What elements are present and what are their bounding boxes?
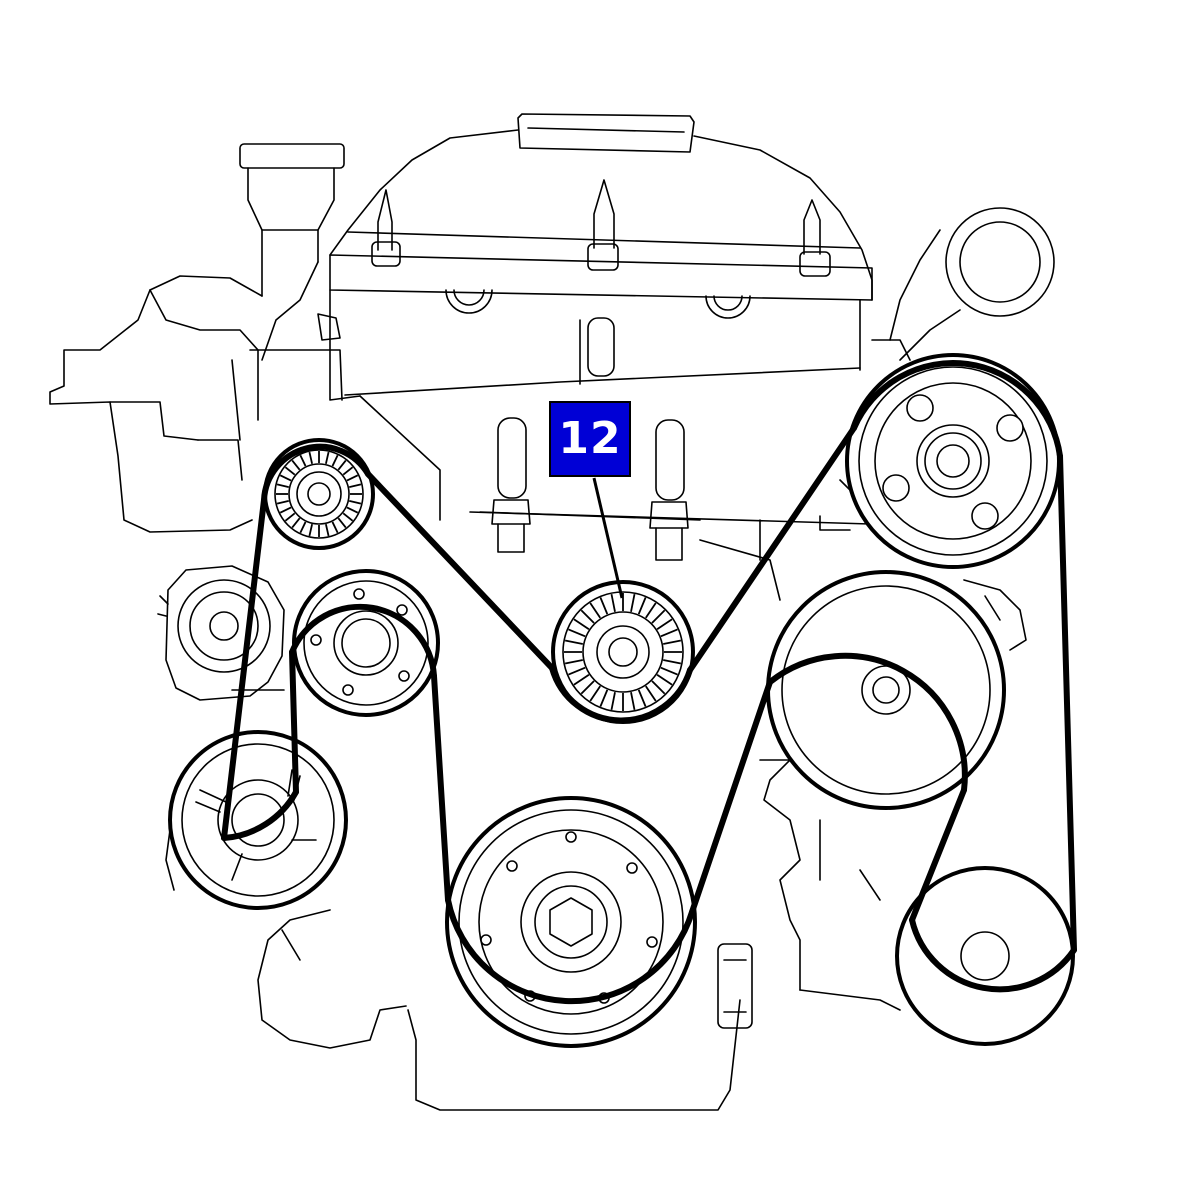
pulley-rib: [660, 666, 678, 676]
pulley-rib: [342, 512, 354, 522]
pulley-rib: [580, 609, 595, 624]
pulley-rib: [599, 597, 609, 615]
pulley-rib: [564, 659, 583, 665]
pulley-rib: [660, 628, 678, 638]
pulley-rib: [325, 451, 330, 464]
pulley-rib: [656, 618, 673, 630]
callout-label: 12: [558, 413, 622, 464]
pulley-rib: [331, 454, 339, 467]
water-pump-pulley: [845, 353, 1061, 569]
pulley-rib: [568, 666, 586, 676]
engine-outline: [49, 113, 1055, 1111]
pulley-rib: [637, 689, 647, 707]
alternator-pulley: [292, 569, 440, 717]
ac-compressor-pulley: [766, 570, 1006, 810]
pulley-rib: [651, 680, 666, 695]
pulley-rib: [656, 674, 673, 686]
pulley-rib: [308, 451, 313, 464]
pulley-rib: [568, 628, 586, 638]
pulley-rib: [291, 459, 301, 471]
pulley-rib: [325, 524, 330, 537]
pulley-rib: [346, 474, 359, 482]
callout-badge-12: 12: [549, 401, 631, 477]
pulley-rib: [589, 602, 601, 619]
pulley-rib: [291, 517, 301, 529]
pulley-rib: [337, 517, 347, 529]
drive-belt: [221, 360, 1077, 1005]
pulley-rib: [349, 483, 362, 488]
pulley-rib: [663, 639, 682, 645]
pulley-rib: [349, 500, 362, 505]
pulley-rib: [284, 512, 296, 522]
pulley-rib: [564, 639, 583, 645]
pulley-rib: [276, 483, 289, 488]
pulley-rib: [346, 506, 359, 514]
power-steering-pump-pulley: [168, 730, 348, 910]
pulley-rib: [308, 524, 313, 537]
pulley-rib: [630, 692, 636, 711]
pulley-rib: [337, 459, 347, 471]
pulley-rib: [573, 618, 590, 630]
pulley-rib: [630, 593, 636, 612]
pulley-rib: [580, 680, 595, 695]
pulley-rib: [599, 689, 609, 707]
pulley-rib: [279, 474, 292, 482]
pulley-rib: [342, 466, 354, 476]
crankshaft-pulley: [445, 796, 697, 1048]
tensioner-pulley: [551, 580, 695, 724]
pulley-rib: [610, 593, 616, 612]
callout-leader-line: [592, 477, 624, 599]
pulley-rib: [637, 597, 647, 615]
pulley-rib: [663, 659, 682, 665]
idler-pulley-upper-left: [263, 438, 375, 550]
pulley-rib: [645, 685, 657, 702]
pulley-rib: [279, 506, 292, 514]
pulley-rib: [284, 466, 296, 476]
pulley-rib: [276, 500, 289, 505]
pulley-rib: [299, 454, 307, 467]
pulley-rib: [573, 674, 590, 686]
pulley-rib: [331, 521, 339, 534]
pulley-rib: [610, 692, 616, 711]
pulley-rib: [299, 521, 307, 534]
pulley-rib: [651, 609, 666, 624]
pulley-rib: [645, 602, 657, 619]
pulley-rib: [589, 685, 601, 702]
